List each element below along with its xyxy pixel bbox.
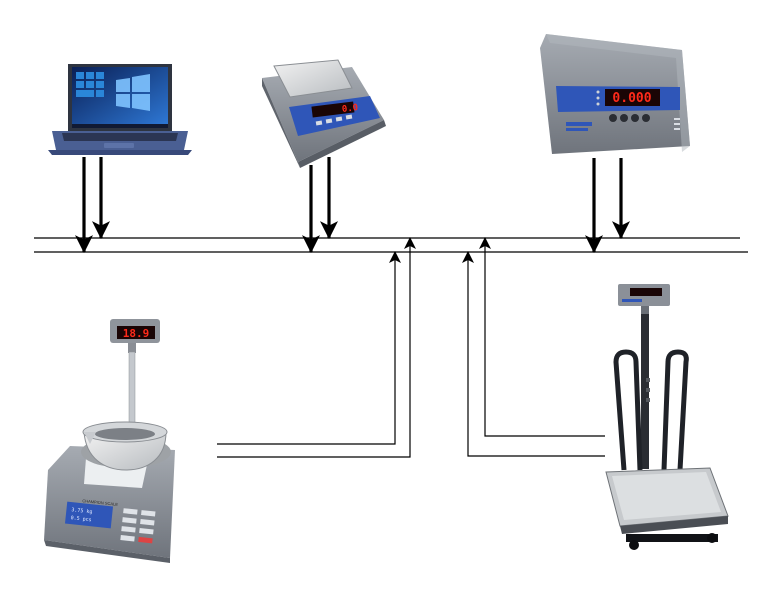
platform-scale-connector-a xyxy=(462,251,605,457)
counting-scale-brand: CHAMPION SCALE xyxy=(82,498,118,507)
indicator-display: 0.000 xyxy=(612,91,651,106)
table-scale-display: 0.0 xyxy=(341,103,358,115)
counting-scale-connector-b xyxy=(217,237,416,458)
up-connectors xyxy=(217,237,605,458)
down-arrows xyxy=(75,157,630,254)
counting-scale-connector-a xyxy=(217,251,401,445)
platform-scale-connector-b xyxy=(479,237,605,437)
counting-scale-lcd-bottom: 0.5 pcs xyxy=(70,515,92,523)
counting-scale-icon: 18.9 CHAMPION SCALE 3.75 kg 0.5 pcs xyxy=(44,319,175,563)
counting-scale-lcd-top: 3.75 kg xyxy=(71,507,93,515)
weighing-scale-icon: 0.0 xyxy=(262,59,386,168)
bus xyxy=(34,237,748,253)
platform-scale-icon xyxy=(605,284,729,550)
counting-scale-display: 18.9 xyxy=(123,327,150,340)
weight-indicator-icon: 0.000 xyxy=(540,34,690,154)
laptop-icon xyxy=(48,64,192,155)
